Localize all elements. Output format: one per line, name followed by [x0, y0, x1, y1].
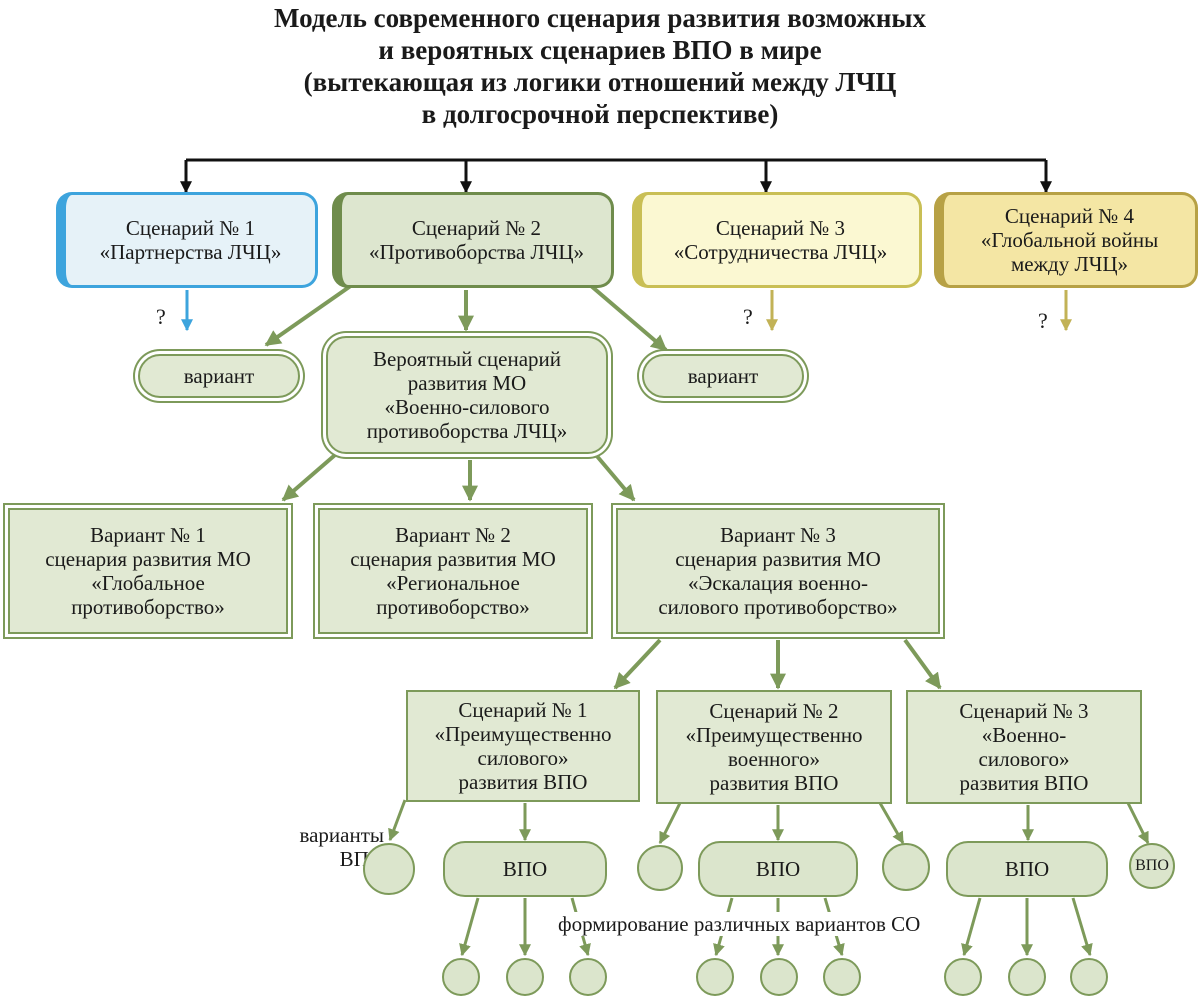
vpo-pill-2-label: ВПО — [755, 857, 801, 881]
output-circle — [1008, 958, 1046, 996]
mo-variant-2-line-3: «Региональное — [386, 571, 520, 595]
scenario-2-box: Сценарий № 2 «Противоборства ЛЧЦ» — [332, 192, 614, 288]
vpo-scenario-2-line-2: «Преимущественно — [685, 723, 863, 747]
variant-pill-right-label: вариант — [687, 364, 759, 388]
scenario-1-box: Сценарий № 1 «Партнерства ЛЧЦ» — [56, 192, 318, 288]
vpo-scenario-3-line-1: Сценарий № 3 — [959, 699, 1089, 723]
vpo-scenario-1-line-1: Сценарий № 1 — [458, 698, 588, 722]
vpo-scenario-3-line-4: развития ВПО — [959, 771, 1089, 795]
title-line-3: (вытекающая из логики отношений между ЛЧ… — [303, 67, 897, 97]
mo-variant-1-line-3: «Глобальное — [91, 571, 205, 595]
output-circle — [944, 958, 982, 996]
scenario-1-number: Сценарий № 1 — [125, 216, 256, 240]
probable-line-1: Вероятный сценарий — [372, 347, 561, 371]
output-circle — [823, 958, 861, 996]
scenario-2-number: Сценарий № 2 — [411, 216, 542, 240]
output-circle — [1070, 958, 1108, 996]
output-circle — [506, 958, 544, 996]
mo-variant-1-line-1: Вариант № 1 — [90, 523, 206, 547]
vpo-scenario-1-line-2: «Преимущественно — [434, 722, 612, 746]
variant-pill-left: вариант — [138, 354, 300, 398]
output-circle — [760, 958, 798, 996]
output-circle — [442, 958, 480, 996]
vpo-scenario-3-line-2: «Военно- — [981, 723, 1067, 747]
mo-variant-1-line-2: сценария развития МО — [45, 547, 251, 571]
variant-pill-right: вариант — [642, 354, 804, 398]
title-line-2: и вероятных сценариев ВПО в мире — [378, 35, 822, 65]
vpo-variant-circle — [882, 843, 930, 891]
vpo-variant-circle — [637, 845, 683, 891]
vpo-variant-circle — [363, 843, 415, 895]
mo-variant-2-box: Вариант № 2 сценария развития МО «Регион… — [318, 508, 588, 634]
vpo-scenario-2-line-1: Сценарий № 2 — [709, 699, 839, 723]
variant-pill-left-label: вариант — [183, 364, 255, 388]
question-mark-4: ? — [1038, 308, 1048, 333]
mo-variant-1-line-4: противоборство» — [71, 595, 225, 619]
mo-variant-3-line-4: силового противоборство» — [658, 595, 898, 619]
vpo-scenario-3-line-3: силового» — [978, 747, 1070, 771]
title-line-4: в долгосрочной перспективе) — [421, 99, 779, 129]
title-line-1: Модель современного сценария развития во… — [273, 3, 927, 33]
scenario-4-number: Сценарий № 4 — [1004, 204, 1135, 228]
mo-variant-3-box: Вариант № 3 сценария развития МО «Эскала… — [616, 508, 940, 634]
mo-variant-2-line-2: сценария развития МО — [350, 547, 556, 571]
output-circle — [696, 958, 734, 996]
scenario-4-name-line1: «Глобальной войны — [980, 228, 1159, 252]
vpo-scenario-3-box: Сценарий № 3 «Военно- силового» развития… — [906, 690, 1142, 804]
probable-line-2: развития МО — [407, 371, 527, 395]
vpo-pill-2: ВПО — [698, 841, 858, 897]
vpo-pill-3: ВПО — [946, 841, 1108, 897]
scenario-4-box: Сценарий № 4 «Глобальной войны между ЛЧЦ… — [934, 192, 1198, 288]
formation-label: формирование различных вариантов СО — [556, 912, 923, 936]
vpo-scenario-1-line-3: силового» — [477, 746, 569, 770]
vpo-scenario-2-line-3: военного» — [728, 747, 820, 771]
scenario-2-name: «Противоборства ЛЧЦ» — [368, 240, 585, 264]
mo-variant-3-line-3: «Эскалация военно- — [687, 571, 869, 595]
vpo-scenario-1-box: Сценарий № 1 «Преимущественно силового» … — [406, 690, 640, 802]
mo-variant-1-box: Вариант № 1 сценария развития МО «Глобал… — [8, 508, 288, 634]
mo-variant-2-line-1: Вариант № 2 — [395, 523, 511, 547]
mo-variant-3-line-1: Вариант № 3 — [720, 523, 836, 547]
scenario-3-box: Сценарий № 3 «Сотрудничества ЛЧЦ» — [632, 192, 922, 288]
vpo-variant-circle-labeled: ВПО — [1129, 843, 1175, 889]
probable-scenario-box: Вероятный сценарий развития МО «Военно-с… — [326, 336, 608, 454]
scenario-4-name-line2: между ЛЧЦ» — [1010, 252, 1129, 276]
mo-variant-2-line-4: противоборство» — [376, 595, 530, 619]
vpo-scenario-2-line-4: развития ВПО — [709, 771, 839, 795]
scenario-1-name: «Партнерства ЛЧЦ» — [99, 240, 282, 264]
vpo-variants-label-line-1: варианты — [299, 823, 384, 847]
scenario-3-name: «Сотрудничества ЛЧЦ» — [673, 240, 888, 264]
vpo-variant-circle-label: ВПО — [1135, 857, 1169, 874]
mo-variant-3-line-2: сценария развития МО — [675, 547, 881, 571]
output-circle — [569, 958, 607, 996]
vpo-pill-1: ВПО — [443, 841, 607, 897]
diagram-title: Модель современного сценария развития во… — [0, 2, 1200, 130]
vpo-pill-3-label: ВПО — [1004, 857, 1050, 881]
probable-line-4: противоборства ЛЧЦ» — [366, 419, 568, 443]
scenario-3-number: Сценарий № 3 — [715, 216, 846, 240]
probable-line-3: «Военно-силового — [384, 395, 550, 419]
question-mark-1: ? — [156, 304, 166, 329]
vpo-pill-1-label: ВПО — [502, 857, 548, 881]
vpo-scenario-1-line-4: развития ВПО — [458, 770, 588, 794]
vpo-scenario-2-box: Сценарий № 2 «Преимущественно военного» … — [656, 690, 892, 804]
question-mark-3: ? — [743, 304, 753, 329]
